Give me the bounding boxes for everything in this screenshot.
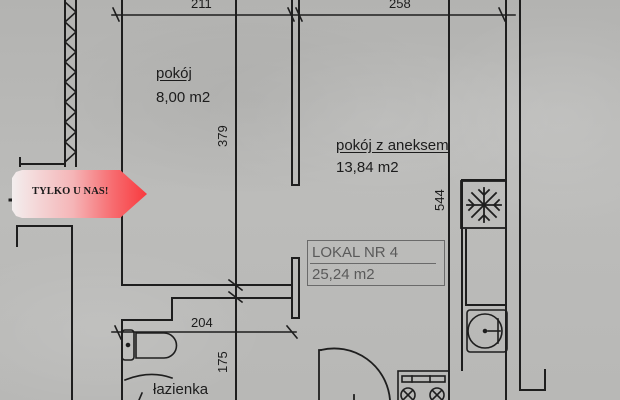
dimension-top-right: 258 <box>389 0 411 11</box>
unit-title: LOKAL NR 4 <box>312 244 399 261</box>
unit-stamp: LOKAL NR 4 25,24 m2 <box>307 240 445 286</box>
exterior-wall-hatch <box>8 0 78 400</box>
unit-stamp-divider <box>310 263 436 264</box>
room-name-lazienka: łazienka <box>153 381 209 398</box>
top-dimension-line <box>111 6 516 23</box>
room-area-pokoj-z-aneksem: 13,84 m2 <box>336 159 399 176</box>
room-name-pokoj: pokój <box>156 65 192 82</box>
shower-arc <box>123 373 174 400</box>
bath-dimension-line <box>111 278 299 341</box>
promo-badge[interactable]: TYLKO U NAS! <box>12 170 147 218</box>
promo-badge-label: TYLKO U NAS! <box>32 186 109 197</box>
room-area-pokoj: 8,00 m2 <box>156 89 211 106</box>
room-name-pokoj-z-aneksem: pokój z aneksem <box>336 137 449 154</box>
stove-icon <box>397 370 450 400</box>
interior-walls <box>121 0 546 400</box>
unit-total-area: 25,24 m2 <box>312 266 375 283</box>
sink-icon <box>466 309 508 353</box>
toilet-icon <box>121 329 178 361</box>
dimension-annex-height: 544 <box>432 189 447 211</box>
dimension-bath-height: 175 <box>215 351 230 373</box>
dimension-top-left: 211 <box>191 0 212 11</box>
door-swing <box>318 347 391 400</box>
dimension-bath-width: 204 <box>191 315 213 330</box>
ventilation-fan-icon <box>460 180 507 229</box>
dimension-room-height: 379 <box>215 125 230 147</box>
